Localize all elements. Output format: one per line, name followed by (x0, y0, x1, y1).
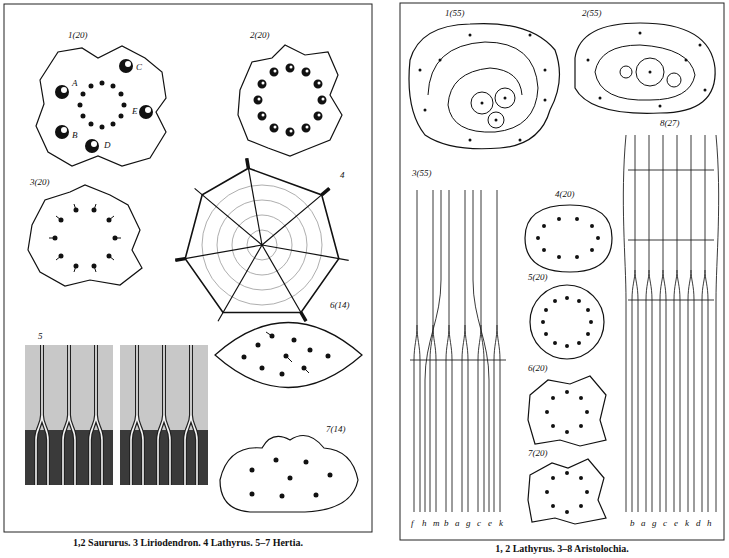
figure-number: 2(20) (250, 30, 270, 41)
figure-number: 7(14) (326, 424, 346, 435)
tissue-panel (25, 430, 113, 485)
bundle-dots (547, 392, 587, 432)
figure-number: 4 (340, 170, 345, 181)
callout-letter: f (411, 518, 414, 529)
section-outline (220, 436, 358, 513)
strand-outline (36, 345, 197, 485)
callout-letter: e (674, 518, 678, 529)
callout-letter: B (72, 130, 78, 141)
section-outline (215, 323, 362, 388)
section-outline (528, 376, 606, 446)
figure-number: 5 (38, 331, 43, 342)
bundle-dots (55, 210, 115, 266)
callout-letter: k (499, 518, 503, 529)
callout-letter: c (663, 518, 667, 529)
section-outline (238, 45, 342, 156)
callout-letter: e (488, 518, 492, 529)
callout-letter: C (136, 62, 142, 73)
plate-border (400, 3, 724, 540)
callout-letter: k (685, 518, 689, 529)
section-outline (528, 459, 606, 524)
figure-caption: 1, 2 Lathyrus. 3–8 Aristolochia. (400, 543, 724, 554)
bundle-lumen (64, 64, 148, 144)
bold-spoke (175, 158, 329, 321)
bundle-dots (538, 219, 598, 257)
bundle-dots (244, 336, 328, 374)
section-outline (409, 24, 559, 149)
radial-line (175, 158, 348, 321)
vascular-strand (36, 345, 197, 485)
bundle-trace (49, 204, 121, 272)
bundle-dots (420, 35, 545, 140)
figure-number: 1(55) (445, 8, 465, 19)
section-outline (525, 205, 612, 272)
vascular-bundle (62, 66, 146, 146)
callout-letter: E (132, 106, 138, 117)
callout-letter: d (696, 518, 701, 529)
callout-letter: g (466, 518, 471, 529)
bundle-trace (266, 332, 309, 373)
callout-letter: b (630, 518, 635, 529)
figure-caption: 1,2 Saururus. 3 Liriodendron. 4 Lathyrus… (4, 537, 372, 548)
section-outline (28, 185, 142, 286)
plate-border (4, 4, 372, 532)
callout-letter: g (652, 518, 657, 529)
figure-number: 7(20) (528, 448, 548, 459)
figure-number: 8(27) (660, 118, 680, 129)
section-outline (575, 23, 715, 113)
inner-loop (595, 45, 695, 100)
bundle-lumen (259, 67, 323, 131)
figure-number: 1(20) (68, 30, 88, 41)
callout-letter: D (104, 140, 111, 151)
figure-number: 3(55) (412, 168, 432, 179)
figure-number: 6(20) (528, 363, 548, 374)
figure-number: 4(20) (555, 189, 575, 200)
section-outline (36, 46, 166, 166)
outer-polygon (185, 168, 339, 312)
cell-circle (667, 73, 681, 87)
figure-number: 6(14) (330, 300, 350, 311)
bundle-dots (252, 460, 330, 496)
bundle-dots (588, 33, 705, 106)
callout-letter: a (641, 518, 646, 529)
tissue-panel (120, 430, 208, 485)
cell-circle (620, 66, 632, 78)
callout-letter: h (422, 518, 427, 529)
callout-letter: b (444, 518, 449, 529)
callout-letter: m (433, 518, 440, 529)
figure-number: 5(20) (528, 272, 548, 283)
vascular-strand (410, 190, 506, 512)
bundle-dots (80, 83, 124, 127)
vascular-bundle (258, 68, 322, 132)
bundle-dots (547, 473, 587, 512)
callout-letter: h (707, 518, 712, 529)
inner-loop (428, 42, 538, 132)
bundle-dots (543, 298, 591, 346)
callout-letter: A (72, 78, 78, 89)
figure-number: 3(20) (30, 177, 50, 188)
figure-number: 2(55) (582, 8, 602, 19)
section-outline (530, 285, 604, 359)
callout-letter: a (455, 518, 460, 529)
vascular-strand (623, 135, 718, 512)
callout-letter: c (477, 518, 481, 529)
